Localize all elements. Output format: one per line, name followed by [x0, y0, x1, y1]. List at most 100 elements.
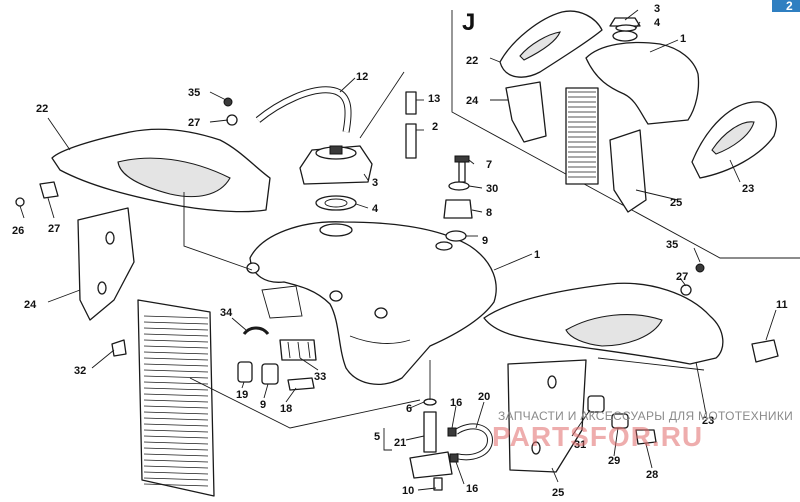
callout-c22-inset: 22: [466, 55, 478, 67]
radiator-fin: [143, 411, 209, 415]
callout-c23: 23: [702, 415, 714, 427]
grommet-31: [587, 395, 605, 413]
cap-seal-4: [315, 195, 357, 211]
radiator-fin: [143, 333, 209, 337]
callout-c27a: 27: [188, 117, 200, 129]
radiator-fin: [143, 453, 209, 457]
grommet-32: [111, 339, 127, 357]
shroud-25: [507, 359, 587, 473]
radiator-fin: [143, 429, 209, 433]
callout-c30: 30: [486, 183, 498, 195]
radiator-fin: [143, 375, 209, 379]
inset-j: J: [451, 9, 800, 259]
callout-c1: 1: [534, 249, 540, 261]
callout-c4: 4: [372, 203, 379, 215]
radiator-fin: [143, 327, 209, 331]
callout-c19: 19: [236, 389, 248, 401]
callout-c27b: 27: [48, 223, 60, 235]
radiator-fin: [143, 387, 209, 391]
radiator-fin: [143, 345, 209, 349]
inset-radiator: [565, 87, 599, 185]
callout-c9b: 9: [260, 399, 266, 411]
radiator-fin: [143, 381, 209, 385]
shroud-24: [77, 207, 135, 321]
callout-labels: 3 4 1 22 24 23 25 12 35 27 13 2 22 3 7 3…: [12, 3, 788, 499]
radiator-fin: [143, 441, 209, 445]
part-13: [405, 91, 417, 115]
callout-c13: 13: [428, 93, 440, 105]
fuel-tap-5: [409, 398, 453, 491]
radiator-fin: [143, 471, 209, 475]
callout-c25-inset: 25: [670, 197, 682, 209]
part-2: [405, 123, 417, 159]
callout-c33: 33: [314, 371, 326, 383]
inset-fuel-tank: [585, 41, 700, 125]
bolt-28: [635, 429, 657, 445]
clip-16b: [449, 453, 459, 463]
washer-27c: [680, 284, 692, 296]
callout-c8: 8: [486, 207, 492, 219]
inset-border: [451, 10, 800, 259]
clamp-34: [242, 326, 270, 336]
callout-c35a: 35: [188, 87, 200, 99]
inset-letter: J: [462, 9, 475, 36]
callout-c16a: 16: [450, 397, 462, 409]
callout-c31: 31: [574, 439, 586, 451]
bolt-26: [15, 197, 25, 207]
radiator-fin: [143, 399, 209, 403]
radiator-fin: [143, 435, 209, 439]
filler-cap-3: [299, 145, 373, 185]
callout-c16b: 16: [466, 483, 478, 495]
radiator-fin: [143, 363, 209, 367]
bolt-18: [287, 377, 315, 391]
inset-shroud-24: [505, 81, 547, 143]
washer-27a: [226, 114, 238, 126]
callout-c22: 22: [36, 103, 48, 115]
fuel-tank-1: [246, 221, 497, 385]
callout-c6: 6: [406, 403, 412, 415]
leader-lines: [19, 9, 777, 491]
callout-c24: 24: [24, 299, 37, 311]
callout-c11: 11: [776, 299, 788, 311]
callout-c27c: 27: [676, 271, 688, 283]
callout-c10: 10: [402, 485, 414, 497]
callout-c34: 34: [220, 307, 233, 319]
tank-mount-hardware: [443, 155, 473, 242]
inset-shroud-25: [609, 129, 647, 213]
callout-c2: 2: [432, 121, 438, 133]
callout-c32: 32: [74, 365, 86, 377]
radiator-fin: [143, 315, 209, 319]
radiator-fin: [143, 351, 209, 355]
callout-c35b: 35: [666, 239, 678, 251]
callout-c3-inset: 3: [654, 3, 660, 15]
watermark-logo: PARTSFOR.RU: [492, 421, 703, 452]
radiator-fin: [143, 483, 209, 487]
callout-c26: 26: [12, 225, 24, 237]
grommet-9b: [261, 363, 279, 385]
callout-c25: 25: [552, 487, 564, 499]
callout-c29: 29: [608, 455, 620, 467]
radiator-fin: [143, 459, 209, 463]
callout-c4-inset: 4: [654, 17, 661, 29]
part-11: [751, 339, 779, 363]
callout-c12: 12: [356, 71, 368, 83]
radiator-fin: [143, 393, 209, 397]
radiator: [137, 299, 215, 497]
radiator-fin: [143, 417, 209, 421]
callout-c7: 7: [486, 159, 492, 171]
washer-29: [611, 413, 629, 429]
clip-16a: [447, 427, 457, 437]
callout-c3: 3: [372, 177, 378, 189]
callout-c9a: 9: [482, 235, 488, 247]
inset-side-panel-22: [499, 10, 603, 78]
corner-badge-text: 2: [786, 0, 793, 13]
radiator-fin: [143, 357, 209, 361]
part-33: [279, 339, 317, 361]
callout-c18: 18: [280, 403, 292, 415]
callout-c24-inset: 24: [466, 95, 479, 107]
radiator-fin: [143, 339, 209, 343]
radiator-fin: [143, 423, 209, 427]
callout-c1-inset: 1: [680, 33, 686, 45]
radiator-fin: [143, 477, 209, 481]
callout-c5: 5: [374, 431, 380, 443]
